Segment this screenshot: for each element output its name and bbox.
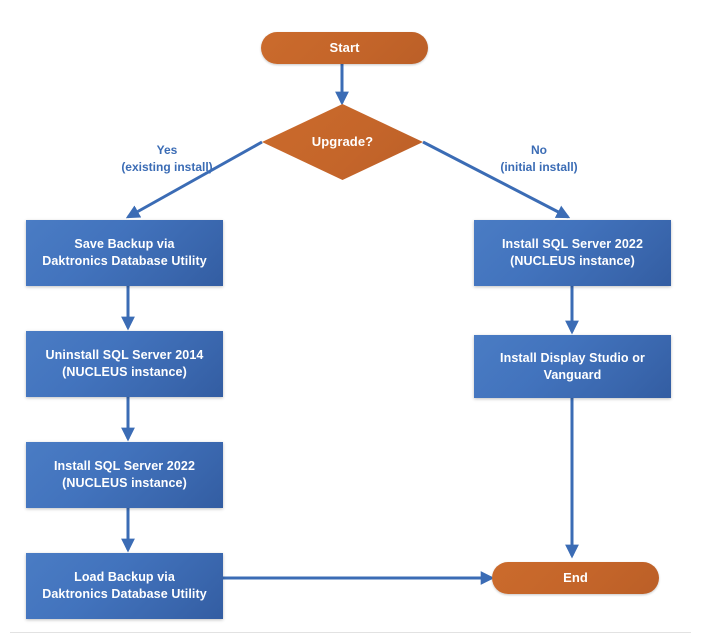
edge-label-yes-line1: Yes <box>156 143 178 157</box>
node-end[interactable]: End <box>492 562 659 594</box>
node-decision-label: Upgrade? <box>311 134 374 150</box>
node-install-sql-2022-right-line2: (NUCLEUS instance) <box>510 254 635 268</box>
node-install-display-studio-line1: Install Display Studio or <box>500 350 645 365</box>
footer-divider <box>10 632 691 633</box>
node-uninstall-sql-2014-line2: (NUCLEUS instance) <box>62 365 187 379</box>
node-install-sql-2022-right-line1: Install SQL Server 2022 <box>501 237 644 252</box>
node-load-backup-line2: Daktronics Database Utility <box>42 587 207 601</box>
node-save-backup[interactable]: Save Backup via Daktronics Database Util… <box>26 220 223 286</box>
node-decision-upgrade[interactable]: Upgrade? <box>262 104 423 180</box>
node-load-backup-line1: Load Backup via <box>74 570 175 585</box>
node-install-sql-2022-left[interactable]: Install SQL Server 2022 (NUCLEUS instanc… <box>26 442 223 508</box>
node-install-sql-2022-left-line1: Install SQL Server 2022 <box>53 459 196 474</box>
edge-label-no: No (initial install) <box>464 142 614 177</box>
node-load-backup[interactable]: Load Backup via Daktronics Database Util… <box>26 553 223 619</box>
node-install-sql-2022-right[interactable]: Install SQL Server 2022 (NUCLEUS instanc… <box>474 220 671 286</box>
node-save-backup-line2: Daktronics Database Utility <box>42 254 207 268</box>
node-uninstall-sql-2014-line1: Uninstall SQL Server 2014 <box>45 348 204 363</box>
edge-label-no-line2: (initial install) <box>500 160 578 175</box>
node-install-sql-2022-left-line2: (NUCLEUS instance) <box>62 476 187 490</box>
edge-label-no-line1: No <box>531 143 547 157</box>
node-install-display-studio-line2: Vanguard <box>543 367 602 382</box>
node-save-backup-line1: Save Backup via <box>74 237 175 252</box>
node-end-label: End <box>563 570 588 586</box>
node-start-label: Start <box>329 40 360 56</box>
node-start[interactable]: Start <box>261 32 428 64</box>
edge-label-yes-line2: (existing install) <box>121 160 213 175</box>
node-install-display-studio[interactable]: Install Display Studio or Vanguard <box>474 335 671 398</box>
edge-label-yes: Yes (existing install) <box>92 142 242 177</box>
node-uninstall-sql-2014[interactable]: Uninstall SQL Server 2014 (NUCLEUS insta… <box>26 331 223 397</box>
